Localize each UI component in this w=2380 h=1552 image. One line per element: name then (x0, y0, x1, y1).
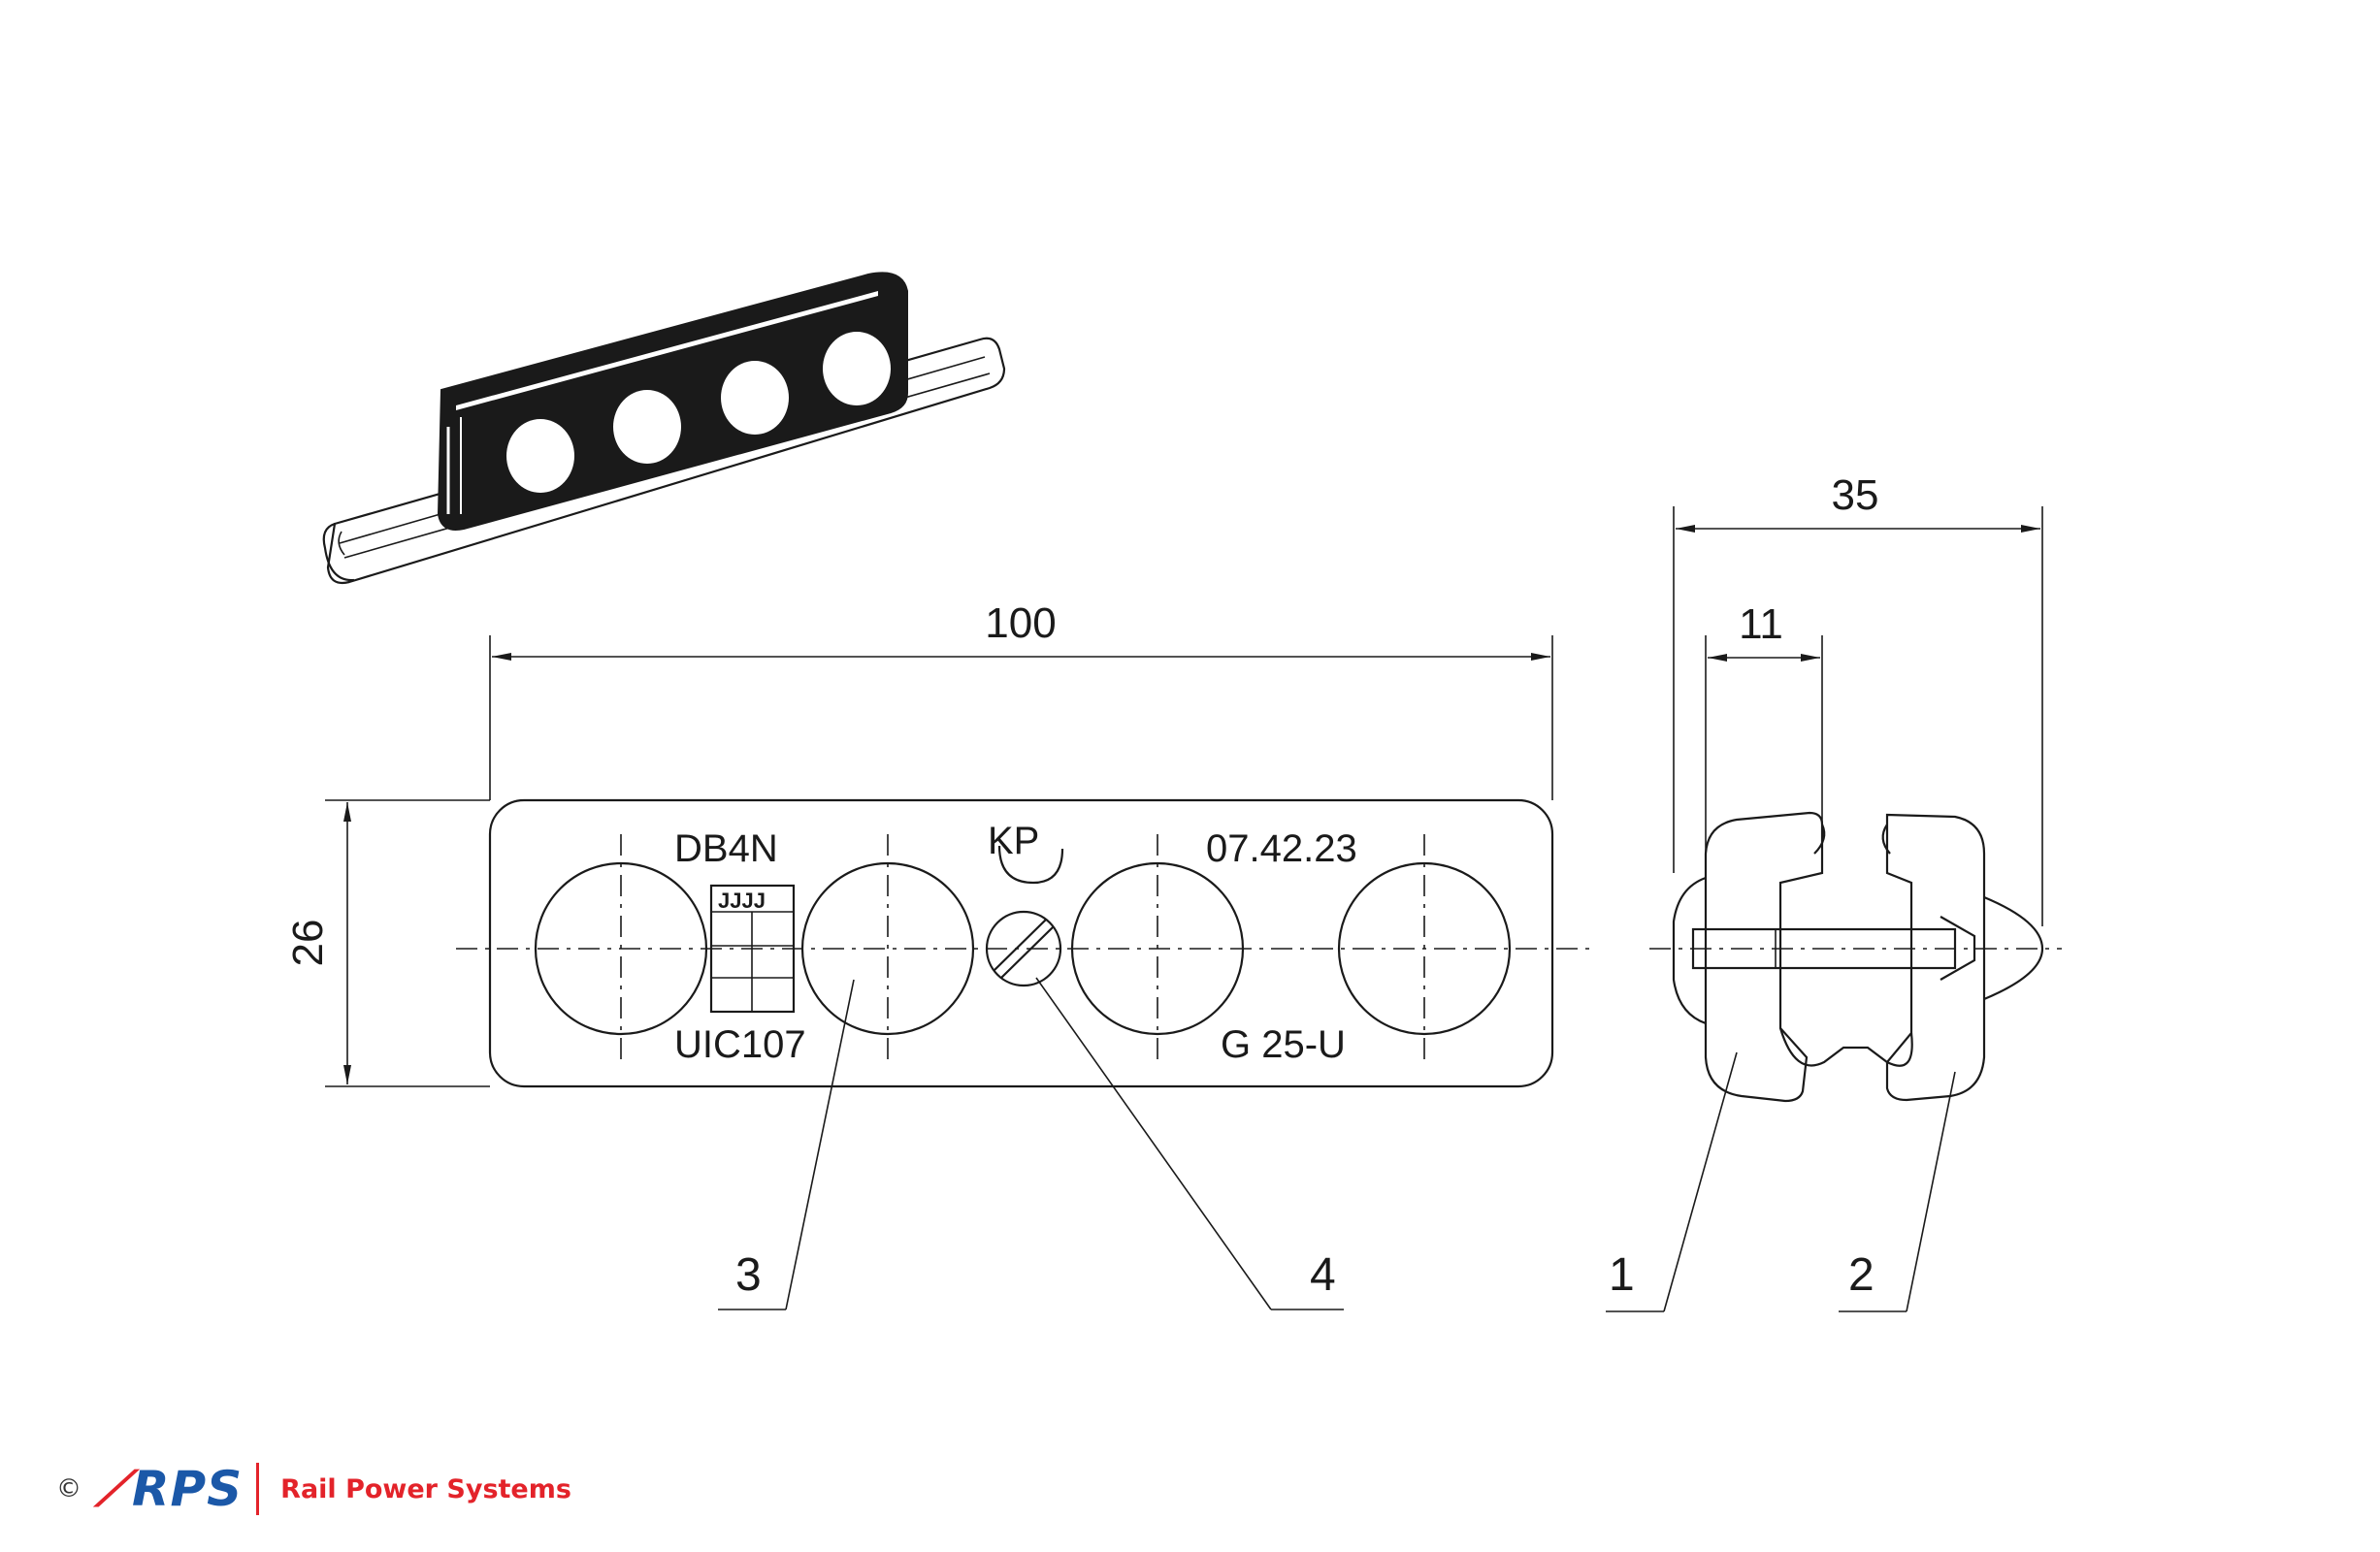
dimension-width-partial-value: 11 (1739, 600, 1783, 648)
front-view: KP DB4N JJJJ UIC107 07.42.23 G 25-U 100 … (284, 599, 1591, 1310)
callout-2: 2 (1839, 1071, 1956, 1312)
footer: © ⟋ RPS Rail Power Systems (56, 1455, 571, 1523)
dimension-length-value: 100 (985, 599, 1056, 647)
logo-divider (256, 1463, 260, 1515)
marking-grid (709, 884, 796, 1014)
callout-4: 4 (1035, 977, 1344, 1310)
logo-swoosh-icon: ⟋ (95, 1460, 130, 1517)
callout-4-label: 4 (1310, 1249, 1336, 1301)
logo-text: RPS (132, 1461, 244, 1517)
company-name: Rail Power Systems (280, 1473, 571, 1504)
maker-mark-text: KP (988, 820, 1039, 862)
callout-2-label: 2 (1848, 1249, 1875, 1301)
marking-grid-label: JJJJ (718, 889, 766, 913)
marking-date-code: 07.42.23 (1206, 827, 1357, 870)
dimension-width-total-value: 35 (1832, 471, 1879, 519)
copyright-symbol: © (56, 1474, 82, 1504)
callout-3-label: 3 (735, 1249, 762, 1301)
dimension-height: 26 (284, 799, 490, 1087)
section-view: 35 11 1 2 (1606, 471, 2062, 1312)
marking-type: DB4N (674, 827, 778, 870)
dimension-width-partial: 11 (1705, 600, 1823, 854)
dimension-length: 100 (489, 599, 1553, 800)
isometric-view (322, 272, 1006, 585)
maker-mark-kp: KP (988, 820, 1064, 885)
iso-holes (506, 332, 891, 493)
marking-standard: UIC107 (674, 1023, 806, 1066)
callout-1-label: 1 (1609, 1249, 1635, 1301)
dimension-width-total: 35 (1673, 471, 2043, 926)
rps-logo[interactable]: ⟋ RPS (95, 1461, 243, 1518)
dimension-height-value: 26 (284, 920, 332, 967)
marking-material: G 25-U (1221, 1023, 1346, 1066)
screw-head (985, 910, 1062, 987)
callout-1: 1 (1606, 1051, 1738, 1312)
callout-3: 3 (718, 979, 855, 1310)
front-holes (534, 834, 1512, 1067)
